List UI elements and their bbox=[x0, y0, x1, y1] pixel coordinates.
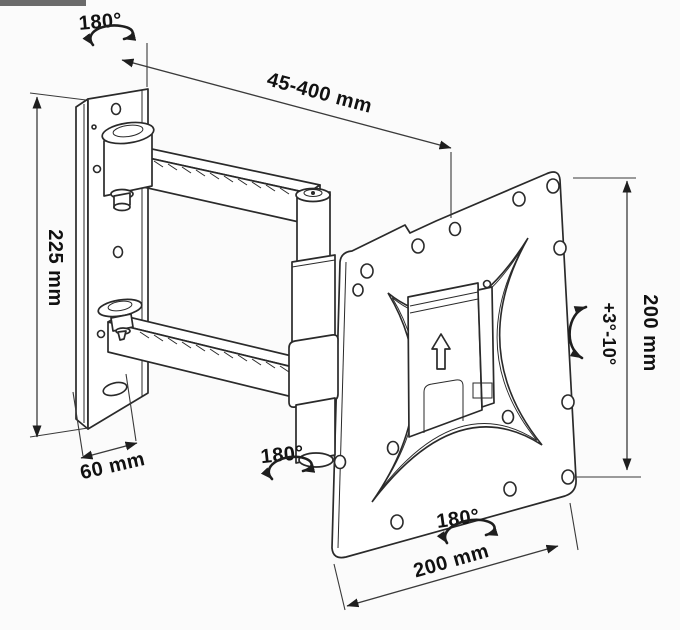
dim-swivel-wall: 180° bbox=[78, 9, 148, 87]
dim-wall-height: 225 mm bbox=[29, 92, 89, 438]
upper-arm-hatching bbox=[139, 157, 290, 195]
dim-tilt: +3°-10° bbox=[568, 302, 619, 366]
rotation-arrow-icon bbox=[82, 24, 137, 47]
wall-height-label: 225 mm bbox=[44, 229, 66, 307]
vesa-height-label: 200 mm bbox=[639, 294, 661, 372]
lower-arm-hatching bbox=[139, 331, 290, 373]
elbow-hinge bbox=[288, 187, 339, 468]
rotation-arrow-icon bbox=[260, 455, 316, 481]
extension-label: 45-400 mm bbox=[265, 69, 375, 118]
dim-swivel-arm: 180° bbox=[260, 442, 316, 481]
tilt-arrow-icon bbox=[568, 305, 588, 360]
wall-plate-holes bbox=[91, 102, 128, 397]
rotation-arrow-icon bbox=[436, 518, 499, 545]
vesa-plate bbox=[331, 171, 577, 559]
monitor-bracket bbox=[407, 279, 495, 438]
wall-width-label: 60 mm bbox=[78, 448, 147, 484]
swivel-arm-label: 180° bbox=[260, 442, 305, 468]
up-arrow-icon bbox=[431, 333, 451, 370]
dim-vesa-height: 200 mm bbox=[573, 177, 661, 478]
lower-arm-bracket bbox=[97, 298, 143, 341]
vesa-plate-holes bbox=[333, 178, 575, 530]
swivel-wall-label: 180° bbox=[78, 9, 123, 35]
tilt-label: +3°-10° bbox=[599, 302, 619, 365]
scan-artifact bbox=[0, 0, 86, 6]
